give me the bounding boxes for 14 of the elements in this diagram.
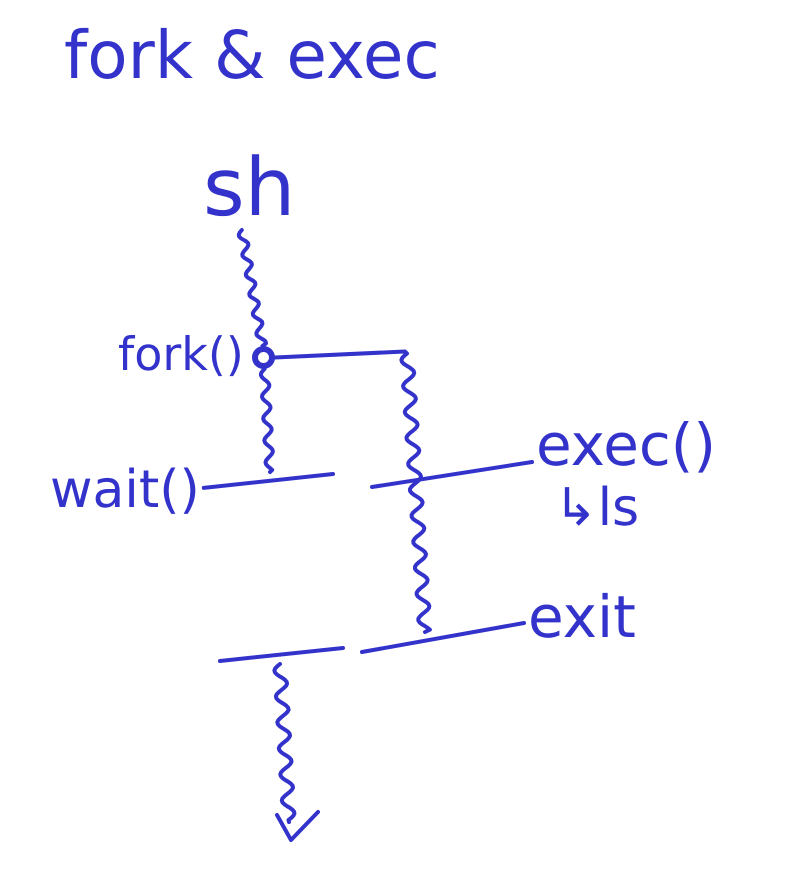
- function-label: exec(): [536, 416, 716, 474]
- title: fork & exec: [64, 20, 440, 93]
- process-line: [236, 228, 268, 348]
- process-line: [258, 367, 275, 474]
- function-label: fork(): [118, 331, 244, 377]
- process-line: [273, 350, 432, 634]
- function-label: exit: [528, 588, 636, 646]
- leader-line: [202, 472, 335, 490]
- junction-dot: [252, 346, 275, 369]
- leader-line: [370, 460, 534, 489]
- process-name: sh: [203, 148, 296, 228]
- function-label: wait(): [50, 464, 200, 516]
- leader-line: [360, 621, 526, 654]
- command-label: ↳ls: [554, 482, 640, 534]
